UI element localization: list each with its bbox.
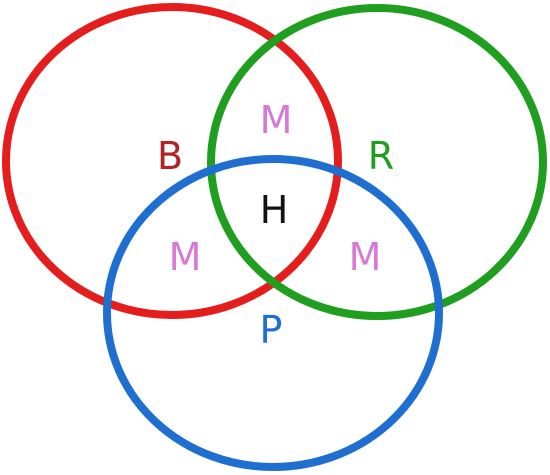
set-label-r: R: [368, 134, 394, 178]
region-label-b-p: M: [169, 235, 202, 279]
circle-r: [207, 4, 547, 320]
region-label-b-r: M: [260, 98, 293, 142]
set-label-b: B: [157, 134, 183, 178]
set-label-p: P: [260, 308, 283, 352]
circle-p: [103, 155, 443, 471]
circle-b: [2, 3, 342, 319]
region-label-center: H: [260, 188, 289, 232]
region-label-r-p: M: [349, 235, 382, 279]
